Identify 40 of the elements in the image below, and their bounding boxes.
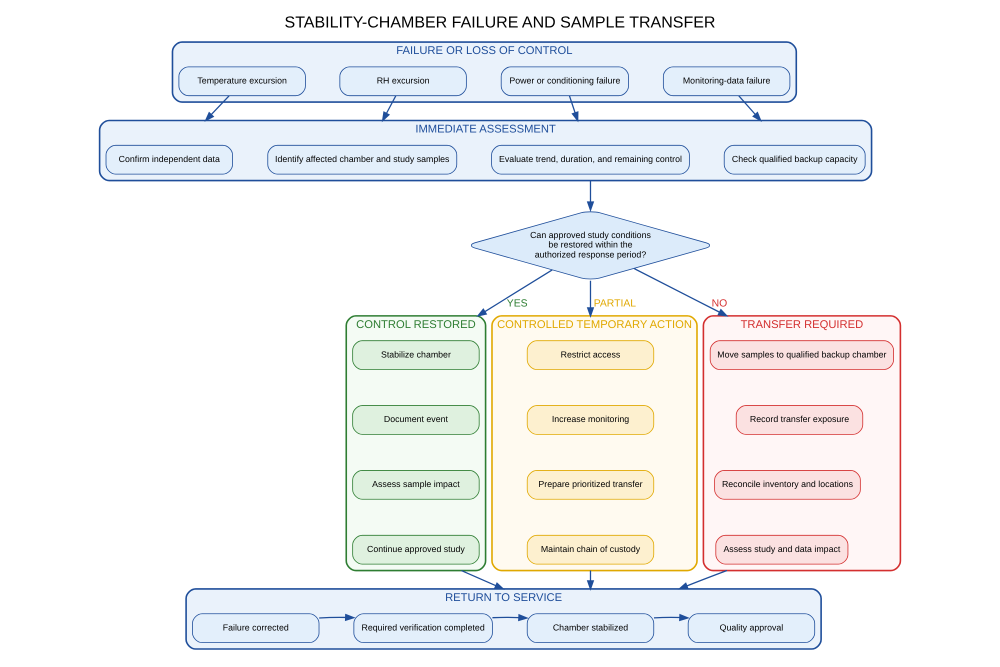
arrow xyxy=(634,268,728,317)
edge-label: NO xyxy=(712,298,728,310)
node-box: Quality approval xyxy=(688,613,816,643)
node-box: Increase monitoring xyxy=(526,405,654,435)
arrow xyxy=(586,570,594,591)
arrow xyxy=(476,269,553,317)
arrow xyxy=(568,96,578,122)
arrow xyxy=(654,614,690,622)
arrow xyxy=(204,95,230,122)
node-box: RH excursion xyxy=(339,66,467,96)
node-box: Assess sample impact xyxy=(352,470,480,500)
node-box: Record transfer exposure xyxy=(736,405,864,435)
arrow xyxy=(738,95,762,122)
node-box: Assess study and data impact xyxy=(715,534,848,565)
node-box: Chamber stabilized xyxy=(526,613,654,643)
node-box: Continue approved study xyxy=(352,534,480,565)
node-box: Reconcile inventory and locations xyxy=(714,470,861,500)
edge-label: YES xyxy=(506,298,528,310)
node-box: Failure corrected xyxy=(192,613,320,643)
arrow xyxy=(586,280,594,318)
node-box: Move samples to qualified backup chamber xyxy=(710,340,894,370)
arrow xyxy=(492,614,529,622)
node-box: Prepare prioritized transfer xyxy=(526,470,654,500)
arrow xyxy=(319,614,356,622)
node-box: Document event xyxy=(352,405,480,435)
arrow xyxy=(586,180,594,212)
node-box: Evaluate trend, duration, and remaining control xyxy=(491,144,690,175)
node-box: Stabilize chamber xyxy=(352,340,480,370)
node-box: Restrict access xyxy=(526,340,654,370)
node-box: Temperature excursion xyxy=(178,66,306,96)
diagram-title: STABILITY-CHAMBER FAILURE AND SAMPLE TRANSFER xyxy=(284,14,716,32)
node-box: Monitoring-data failure xyxy=(662,66,790,96)
edge-label: PARTIAL xyxy=(594,298,636,310)
node-box: Confirm independent data xyxy=(106,144,233,175)
arrow xyxy=(382,96,396,122)
node-box: Required verification completed xyxy=(353,613,493,643)
node-box: Maintain chain of custody xyxy=(526,534,654,565)
node-box: Power or conditioning failure xyxy=(500,66,629,96)
node-box: Identify affected chamber and study samples xyxy=(267,144,458,175)
node-box: Check qualified backup capacity xyxy=(724,144,866,175)
